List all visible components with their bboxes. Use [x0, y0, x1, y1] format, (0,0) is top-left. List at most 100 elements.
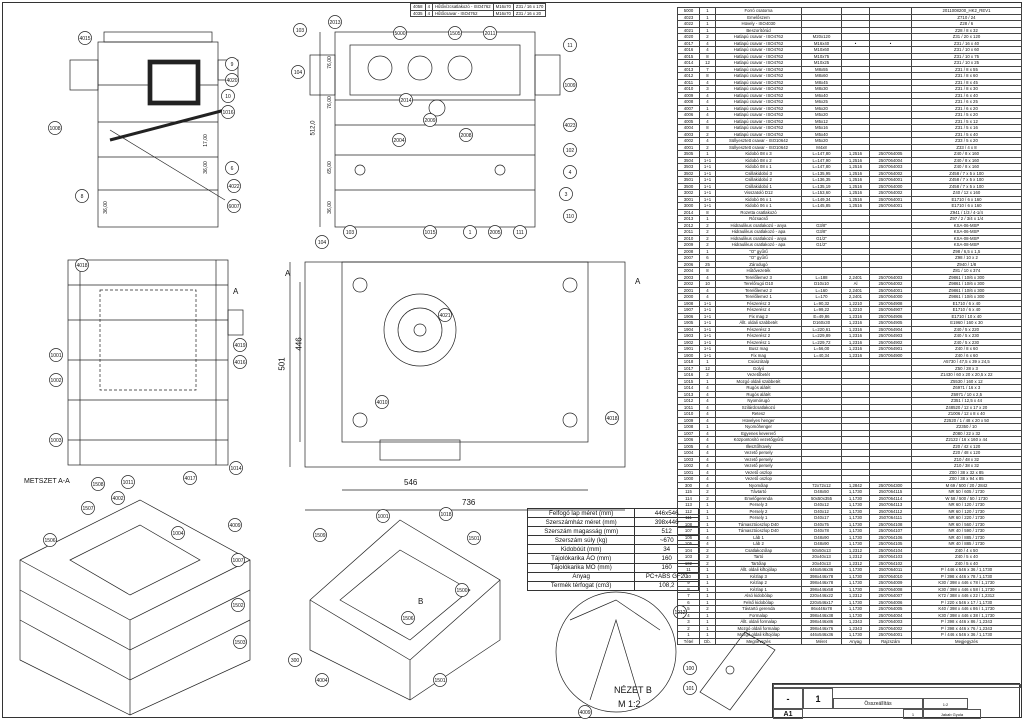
balloon-label: 2011	[485, 31, 496, 37]
balloon: 1502	[231, 598, 245, 612]
dim-3: 65,00	[326, 161, 333, 174]
bom-row-cell: NR 60 / 560 / 1730	[911, 520, 1022, 528]
balloon: 1014	[229, 461, 243, 475]
balloon-label: 4015	[79, 36, 90, 42]
balloon-label: 1502	[232, 603, 243, 609]
spec-row: Szerszám súly (kg)~670	[526, 535, 699, 546]
balloon-circle	[291, 65, 305, 79]
balloon: 104	[291, 65, 305, 79]
balloon-label: 102	[566, 148, 575, 154]
balloon-circle	[401, 611, 415, 625]
balloon-label: 4002	[112, 496, 123, 502]
spec-row-cell: Szerszámház méret (mm)	[526, 517, 636, 528]
balloon-circle	[483, 26, 497, 40]
balloon-circle	[563, 165, 577, 179]
detail-view-b	[555, 591, 677, 713]
balloon: 1003	[49, 433, 63, 447]
balloon: 1001	[49, 348, 63, 362]
spec-row-cell: PC+ABS GF20	[634, 571, 699, 582]
balloon: 4010	[375, 395, 389, 409]
balloon-label: 2008	[460, 133, 471, 139]
balloon-label: 2014	[400, 98, 411, 104]
balloon-circle	[49, 433, 63, 447]
balloon-label: 110	[566, 214, 574, 220]
balloon: 103	[343, 225, 357, 239]
balloon-circle	[605, 411, 619, 425]
balloon-circle	[91, 477, 105, 491]
bom-header-cell: Tétel	[677, 637, 700, 645]
front-view	[289, 261, 626, 511]
title-block: - 1 Összeállítás 1:2 A1 1 Jakab Gyula	[772, 683, 1021, 719]
balloon: 1503	[233, 635, 247, 649]
balloon-circle	[288, 653, 302, 667]
bom-header-cell: Megnevezés	[715, 637, 802, 645]
balloon-circle	[121, 475, 135, 489]
title-rev: -	[773, 688, 803, 709]
balloon: 4004	[315, 673, 329, 687]
balloon: 1008	[48, 121, 62, 135]
balloon-label: 4022	[228, 184, 239, 190]
balloon: 6	[225, 161, 239, 175]
balloon-label: 1500	[456, 588, 467, 594]
balloon-label: 103	[296, 28, 305, 34]
bom-row-cell: K30 / 398 x 446 x 38 / 1,1730	[911, 611, 1022, 619]
balloon-circle	[313, 528, 327, 542]
balloon: 4009	[228, 518, 242, 532]
balloon-label: 1	[469, 230, 472, 236]
spec-row: Szerszámház méret (mm)398x446	[526, 517, 699, 528]
spec-row-cell: Anyag	[526, 571, 636, 582]
side-view	[69, 31, 239, 228]
bom-row-cell: NR 60 / 120 / 1730	[911, 507, 1022, 515]
balloon-circle	[183, 471, 197, 485]
balloon-label: 1003	[50, 438, 61, 444]
balloon: 4018	[605, 411, 619, 425]
balloon-circle	[563, 38, 577, 52]
top-table-row-cell: Hűtőcsavar - ISO4762	[431, 9, 494, 17]
spec-row-cell: Szerszám magasság (mm)	[526, 526, 636, 537]
bom-row-cell: NR 40 / 590 / 1730	[911, 527, 1022, 535]
spec-row-cell: Szerszám súly (kg)	[526, 535, 636, 546]
balloon: 1501	[467, 531, 481, 545]
bom-row-cell: P / 398 x 446 x 78 / 1,1730	[911, 572, 1022, 580]
balloon-circle	[463, 225, 477, 239]
spec-row-cell: Tájolókarika MO (mm)	[526, 562, 636, 573]
bom-header-cell: Megjegyzés	[911, 637, 1022, 645]
plan-view	[309, 31, 561, 228]
dim-height-outer: 501	[277, 357, 287, 371]
detail-scale: M 1:2	[618, 699, 641, 709]
balloon-circle	[78, 31, 92, 45]
spec-row: Szerszám magasság (mm)512	[526, 526, 699, 537]
bom-row-cell: P / 220 x 546 x 17 / 1,1730	[911, 598, 1022, 606]
balloon-label: 1508	[92, 482, 103, 488]
balloon: 103	[293, 23, 307, 37]
bom-row-cell: P / 446 x 546 x 36 / 1,1730	[911, 631, 1022, 639]
bom-row-cell: Z31 / 5 x 20	[911, 111, 1022, 119]
bom-row-cell: P / 398 x 446 x 76 / 1,2343	[911, 624, 1022, 632]
balloon: 2004	[392, 133, 406, 147]
spec-row-cell: 398x446	[634, 517, 699, 528]
balloon-label: 1501	[468, 536, 479, 542]
balloon-circle	[221, 89, 235, 103]
balloon-circle	[343, 225, 357, 239]
balloon: 1018	[439, 507, 453, 521]
balloon: 2011	[483, 26, 497, 40]
balloon-label: 1506	[402, 616, 413, 622]
balloon-label: 2004	[393, 138, 404, 144]
bom-row-cell: K40 / 398 x 446 x 86 / 1,1730	[911, 605, 1022, 613]
isometric-view-2	[309, 519, 501, 701]
spec-row-cell: 160	[634, 562, 699, 573]
